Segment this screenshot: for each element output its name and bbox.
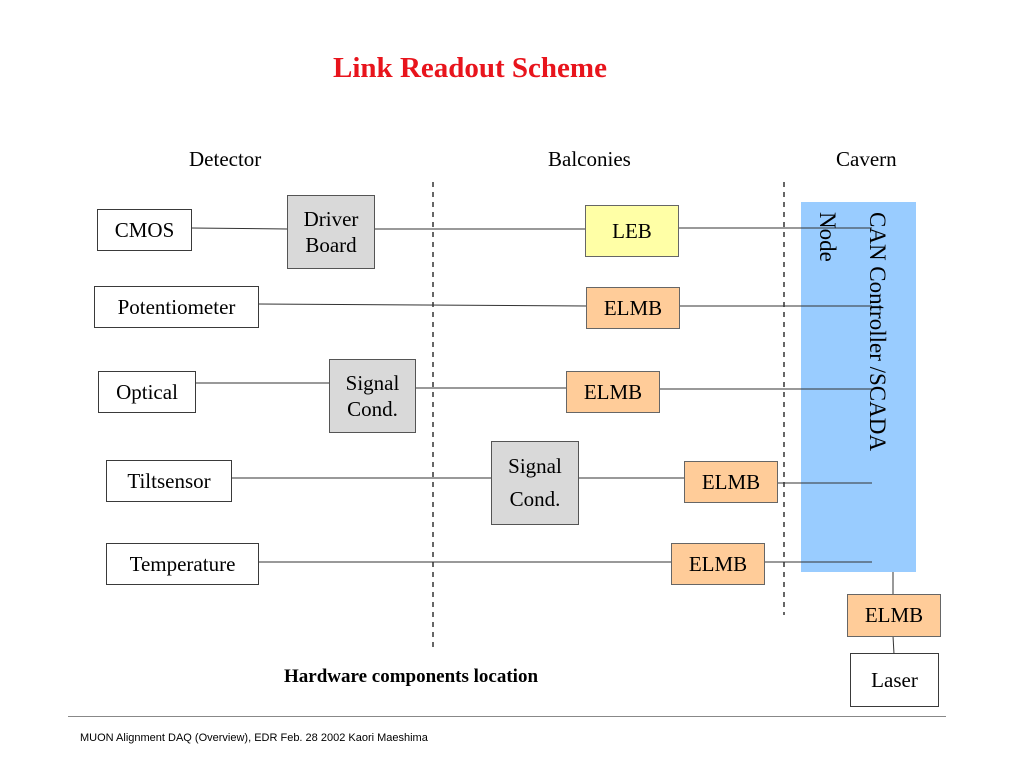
footer-text: MUON Alignment DAQ (Overview), EDR Feb. … xyxy=(80,732,428,744)
can-node-label: Node xyxy=(815,212,840,262)
tiltsensor-box: Tiltsensor xyxy=(106,460,232,502)
elmb-box-potentiometer: ELMB xyxy=(586,287,680,329)
column-header-cavern: Cavern xyxy=(836,147,897,171)
laser-box: Laser xyxy=(850,653,939,707)
footer-divider xyxy=(68,716,946,717)
link-elmb-laser xyxy=(892,635,895,655)
elmb-box-laser: ELMB xyxy=(847,594,941,637)
driver-board-box: Driver Board xyxy=(287,195,375,269)
link-cmos-driver xyxy=(190,227,289,230)
page-title: Link Readout Scheme xyxy=(333,52,607,84)
signal-cond-box-1: Signal Cond. xyxy=(329,359,416,433)
column-header-balconies: Balconies xyxy=(548,147,631,171)
signal-cond-2-line2: Cond. xyxy=(509,487,561,511)
can-controller-bar xyxy=(801,202,916,572)
potentiometer-box: Potentiometer xyxy=(94,286,259,328)
signal-cond-box-2: Signal Cond. xyxy=(491,441,579,525)
can-controller-node: CAN Controller /SCADA Node xyxy=(801,202,916,572)
link-potentiometer-elmb xyxy=(257,303,588,307)
optical-box: Optical xyxy=(98,371,196,413)
driver-board-line1: Driver xyxy=(303,206,359,231)
elmb-box-tiltsensor: ELMB xyxy=(684,461,778,503)
elmb-box-temperature: ELMB xyxy=(671,543,765,585)
elmb-box-optical: ELMB xyxy=(566,371,660,413)
cmos-box: CMOS xyxy=(97,209,192,251)
leb-box: LEB xyxy=(585,205,679,257)
driver-board-line2: Board xyxy=(305,233,357,257)
column-header-detector: Detector xyxy=(189,147,262,171)
signal-cond-1-line1: Signal xyxy=(345,370,400,395)
signal-cond-2-line1: Signal xyxy=(508,454,562,479)
signal-cond-1-line2: Cond. xyxy=(347,397,398,421)
can-controller-label: CAN Controller /SCADA xyxy=(865,212,890,451)
diagram-caption: Hardware components location xyxy=(284,666,539,687)
temperature-box: Temperature xyxy=(106,543,259,585)
